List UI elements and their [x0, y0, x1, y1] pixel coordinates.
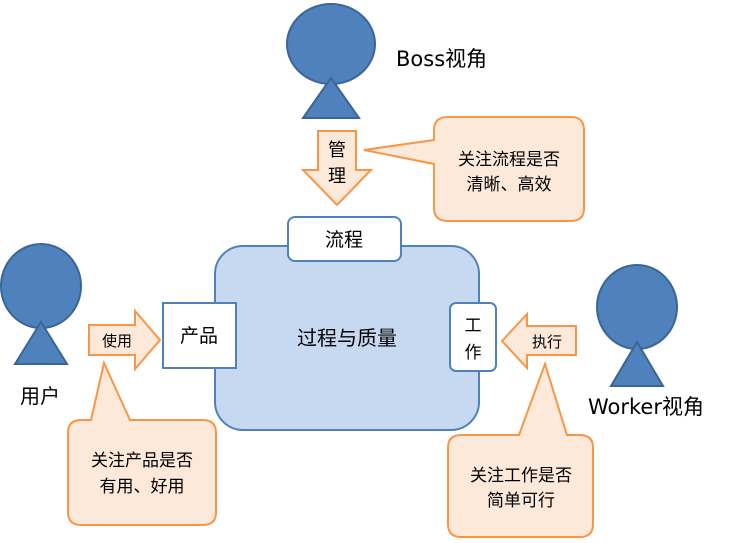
work-box-label-2: 作 — [465, 343, 482, 363]
execute-arrow-shape — [500, 311, 577, 371]
process-box-label: 流程 — [325, 229, 363, 251]
use-arrow: 使用 — [88, 308, 162, 372]
worker-callout-line-2: 简单可行 — [487, 491, 555, 511]
boss-head — [286, 3, 376, 85]
user-callout-bubble — [67, 359, 217, 526]
main-box-label: 过程与质量 — [297, 326, 397, 350]
boss-callout-bubble — [363, 116, 585, 222]
worker-head — [596, 264, 678, 350]
worker-callout-line-1: 关注工作是否 — [470, 466, 572, 486]
user-head — [0, 243, 82, 329]
manage-arrow: 管 理 — [300, 130, 374, 207]
boss-callout-line-1: 关注流程是否 — [458, 150, 560, 170]
execute-arrow: 执行 — [500, 311, 577, 371]
execute-arrow-label: 执行 — [532, 333, 562, 351]
boss-body — [301, 76, 361, 119]
worker-callout-bubble — [447, 360, 594, 538]
work-box — [449, 302, 497, 372]
product-box-label: 产品 — [180, 325, 218, 347]
worker-figure — [596, 264, 678, 387]
user-callout-line-2: 有用、好用 — [100, 477, 185, 497]
process-box — [287, 216, 402, 262]
boss-figure — [286, 3, 376, 119]
user-label: 用户 — [20, 384, 60, 408]
work-box-label-1: 工 — [465, 316, 482, 336]
manage-arrow-label-2: 理 — [328, 166, 346, 187]
worker-label: Worker视角 — [588, 395, 704, 419]
boss-callout-line-2: 清晰、高效 — [467, 175, 552, 195]
boss-callout: 关注流程是否 清晰、高效 — [363, 116, 585, 222]
user-callout-line-1: 关注产品是否 — [91, 451, 193, 471]
worker-body — [609, 340, 665, 387]
user-body — [13, 320, 69, 365]
use-arrow-label: 使用 — [102, 332, 132, 350]
worker-callout: 关注工作是否 简单可行 — [447, 360, 594, 538]
boss-label: Boss视角 — [396, 47, 487, 71]
manage-arrow-label-1: 管 — [328, 140, 346, 161]
product-box — [162, 302, 237, 369]
user-callout: 关注产品是否 有用、好用 — [67, 359, 217, 526]
manage-arrow-shape — [300, 130, 374, 207]
user-figure — [0, 243, 82, 365]
use-arrow-shape — [88, 308, 162, 372]
